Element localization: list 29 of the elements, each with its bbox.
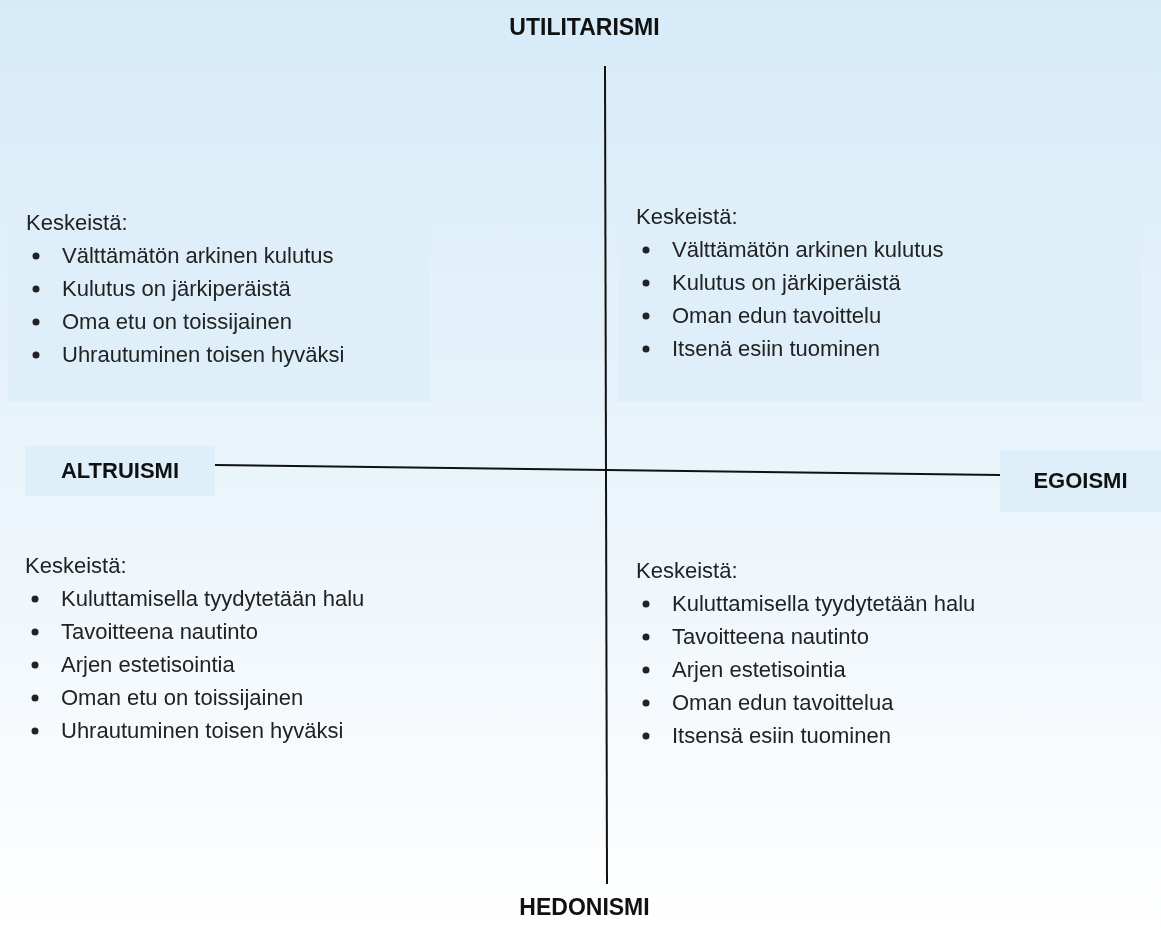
bullet-item: Tavoitteena nautinto (61, 619, 258, 645)
bullet-item: Välttämätön arkinen kulutus (672, 236, 944, 264)
bullet-item: Arjen estetisointia (61, 652, 235, 678)
axis-label: HEDONISMI (518, 894, 651, 921)
bullet-item: Itsensä esiin tuominen (672, 723, 891, 749)
axis-label: UTILITARISMI (508, 14, 661, 41)
bullet-item: Oman edun tavoittelua (672, 690, 894, 716)
panel-heading: Keskeistä: (26, 209, 129, 237)
bullet-item: Arjen estetisointia (672, 657, 846, 683)
quadrant-heading: Keskeistä: (25, 553, 127, 579)
bullet-item: Kulutus on järkiperäistä (672, 269, 901, 297)
bullet-item: Kuluttamisella tyydytetään halu (61, 586, 365, 612)
bullet-item: Uhrautuminen toisen hyväksi (61, 718, 344, 744)
bullet-item: Kulutus on järkiperäistä (62, 275, 291, 303)
axis-label-panel (1000, 450, 1161, 512)
bullet-item: Tavoitteena nautinto (672, 624, 869, 650)
bullet-item: Kuluttamisella tyydytetään halu (672, 591, 976, 617)
axis-label: ALTRUISMI (60, 458, 180, 484)
bullet-item: Välttämätön arkinen kulutus (62, 242, 334, 270)
bullet-item: Oma etu on toissijainen (62, 308, 292, 336)
axis-label: EGOISMI (1033, 468, 1128, 494)
axis-label-panel (25, 446, 215, 496)
connector-line (214, 464, 1001, 476)
bullet-item: Oman etu on toissijainen (61, 685, 304, 711)
panel-heading: Keskeistä: (636, 203, 739, 231)
bullet-item: Itsenä esiin tuominen (672, 335, 880, 363)
quadrant-heading: Keskeistä: (636, 558, 738, 584)
bullet-item: Uhrautuminen toisen hyväksi (62, 341, 345, 369)
bullet-item: Oman edun tavoittelu (672, 302, 882, 330)
